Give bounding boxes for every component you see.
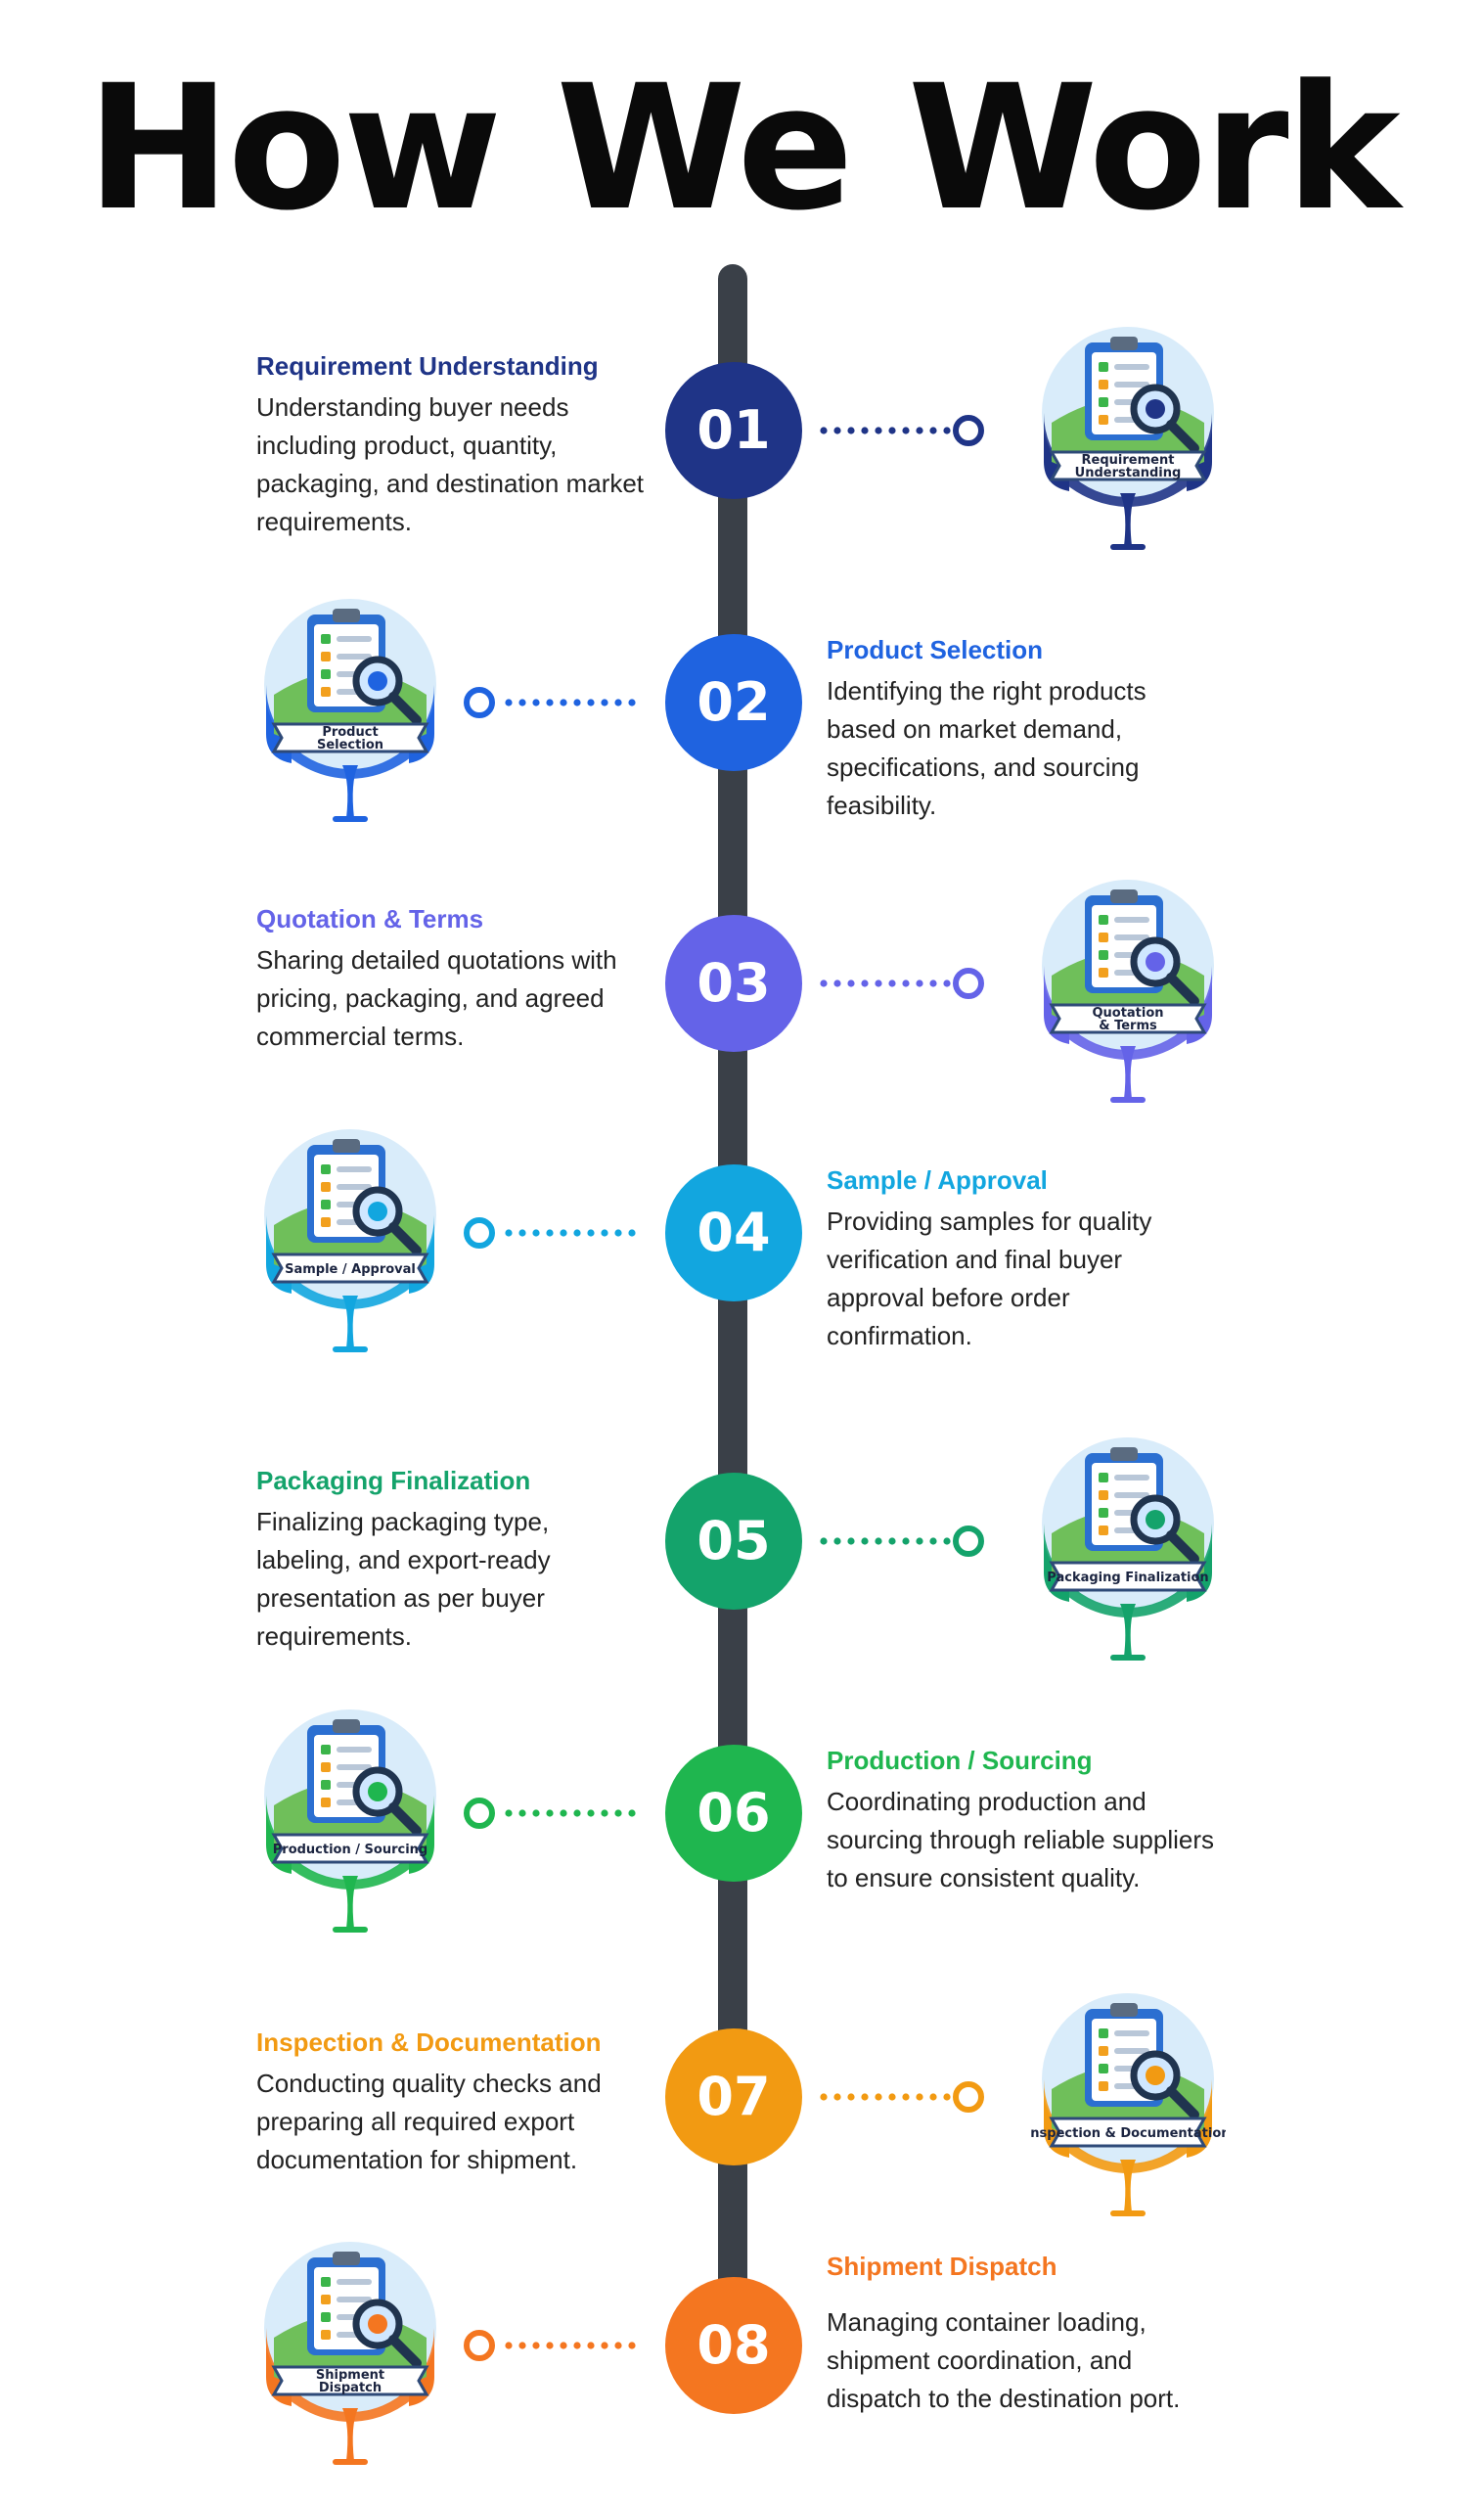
step-number-circle: 08	[665, 2277, 802, 2414]
step-title: Product Selection	[827, 635, 1044, 664]
step-description: Understanding buyer needs including prod…	[256, 392, 645, 536]
packaging-box-icon: Packaging Finalization	[1042, 1437, 1214, 1661]
step-number-circle: 01	[665, 362, 802, 499]
step-text: Sample / Approval Providing samples for …	[827, 1164, 1218, 1355]
step-text: Packaging Finalization Finalizing packag…	[256, 1465, 648, 1656]
badge-label: Product	[322, 725, 378, 740]
inspection-document-icon: Inspection & Documentation	[1030, 1993, 1226, 2216]
step-description: Managing container loading, shipment coo…	[827, 2307, 1181, 2413]
step-title: Quotation & Terms	[256, 904, 484, 934]
badge-label: Understanding	[1075, 466, 1182, 480]
step-text: Product Selection Identifying the right …	[827, 634, 1218, 825]
step-text: Shipment Dispatch Managing container loa…	[827, 2251, 1218, 2418]
step-description: Conducting quality checks and preparing …	[256, 2069, 602, 2174]
badge-label: Selection	[317, 738, 383, 752]
sample-inspection-icon: Sample / Approval	[264, 1129, 436, 1352]
dotted-connector	[820, 1526, 984, 1557]
badge-label: Sample / Approval	[285, 1262, 416, 1277]
step-description: Coordinating production and sourcing thr…	[827, 1787, 1215, 1892]
step-title: Shipment Dispatch	[827, 2252, 1057, 2281]
dotted-connector	[820, 968, 984, 999]
dotted-connector	[464, 687, 636, 718]
badge-label: Production / Sourcing	[273, 1843, 427, 1857]
step-title: Inspection & Documentation	[256, 2027, 602, 2057]
badge-label: Quotation	[1092, 1006, 1163, 1021]
step-text: Inspection & Documentation Conducting qu…	[256, 2027, 648, 2179]
step-description: Sharing detailed quotations with pricing…	[256, 945, 617, 1051]
step-title: Production / Sourcing	[827, 1746, 1093, 1775]
quotation-handshake-icon: Quotation& Terms	[1042, 880, 1214, 1103]
badge-label: Dispatch	[319, 2381, 382, 2395]
step-number-circle: 04	[665, 1164, 802, 1301]
badge-label: Packaging Finalization	[1047, 1571, 1208, 1585]
step-number-circle: 05	[665, 1473, 802, 1610]
step-description: Identifying the right products based on …	[827, 676, 1147, 820]
step-description: Finalizing packaging type, labeling, and…	[256, 1507, 551, 1651]
step-text: Production / Sourcing Coordinating produ…	[827, 1745, 1218, 1897]
dotted-connector	[820, 415, 984, 446]
step-number-circle: 03	[665, 915, 802, 1052]
badge-label: Inspection & Documentation	[1030, 2126, 1226, 2141]
step-title: Requirement Understanding	[256, 351, 599, 381]
badge-label: & Terms	[1099, 1019, 1157, 1033]
dotted-connector	[820, 2081, 984, 2113]
dotted-connector	[464, 2330, 636, 2361]
badge-label: Requirement	[1082, 453, 1175, 468]
step-title: Packaging Finalization	[256, 1466, 531, 1495]
step-number-circle: 02	[665, 634, 802, 771]
factory-production-icon: Production / Sourcing	[264, 1709, 436, 1933]
step-text: Quotation & Terms Sharing detailed quota…	[256, 903, 648, 1056]
dotted-connector	[464, 1217, 636, 1249]
step-number-circle: 07	[665, 2028, 802, 2165]
step-description: Providing samples for quality verificati…	[827, 1207, 1152, 1350]
step-number-circle: 06	[665, 1745, 802, 1882]
dotted-connector	[464, 1798, 636, 1829]
page-title: How We Work	[86, 48, 1400, 249]
badge-label: Shipment	[316, 2368, 384, 2383]
step-text: Requirement Understanding Understanding …	[256, 350, 648, 541]
step-title: Sample / Approval	[827, 1165, 1048, 1195]
